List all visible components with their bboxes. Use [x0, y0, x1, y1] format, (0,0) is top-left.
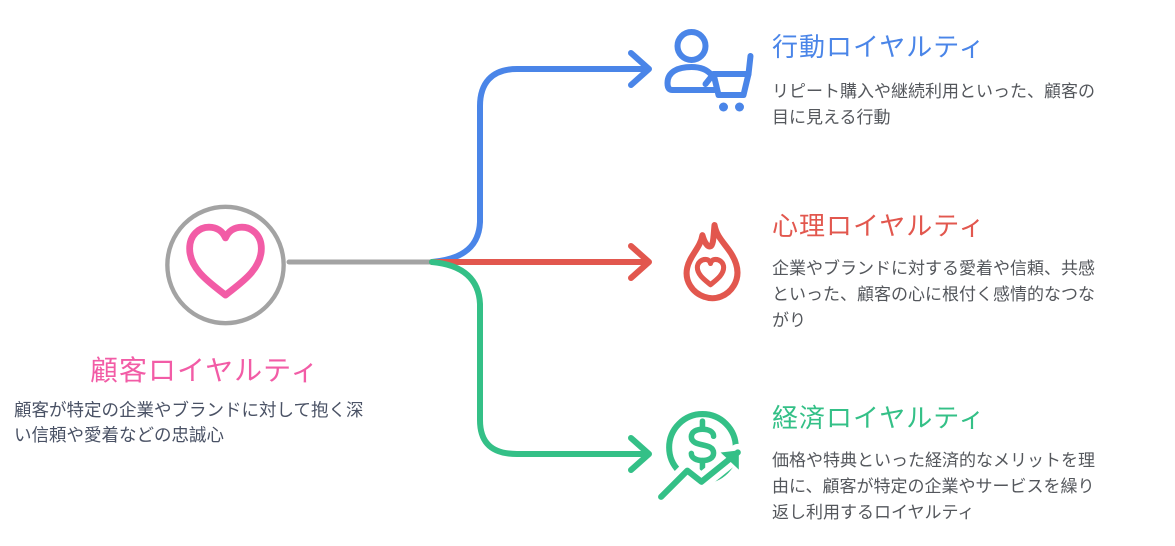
dollar-trend-icon	[653, 406, 759, 512]
branch-psychological-description: 企業やブランドに対する愛着や信頼、共感 といった、顧客の心に根付く感情的なつな …	[772, 259, 1095, 330]
root-node	[162, 202, 289, 328]
connector-behavioral	[429, 66, 645, 265]
heart-icon	[165, 204, 286, 326]
branch-behavioral-title: 行動ロイヤルティ	[772, 32, 986, 62]
arrowhead-economic-icon	[628, 435, 652, 473]
flame-heart-icon	[663, 217, 759, 313]
branch-behavioral-description: リピート購入や継続利用といった、顧客の 目に見える行動	[772, 82, 1095, 127]
person-cart-icon	[659, 27, 760, 119]
arrowhead-behavioral-icon	[628, 50, 652, 88]
branch-psychological-title: 心理ロイヤルティ	[772, 211, 986, 241]
root-description: 顧客が特定の企業やブランドに対して抱く深 い信頼や愛着などの忠誠心	[14, 400, 364, 446]
arrowhead-psychological-icon	[628, 243, 652, 281]
branch-economic-title: 経済ロイヤルティ	[772, 403, 986, 433]
root-title: 顧客ロイヤルティ	[90, 355, 320, 386]
branch-economic-description: 価格や特典といった経済的なメリットを理 由に、顧客が特定の企業やサービスを繰り …	[772, 451, 1095, 522]
connector-economic	[429, 259, 645, 457]
